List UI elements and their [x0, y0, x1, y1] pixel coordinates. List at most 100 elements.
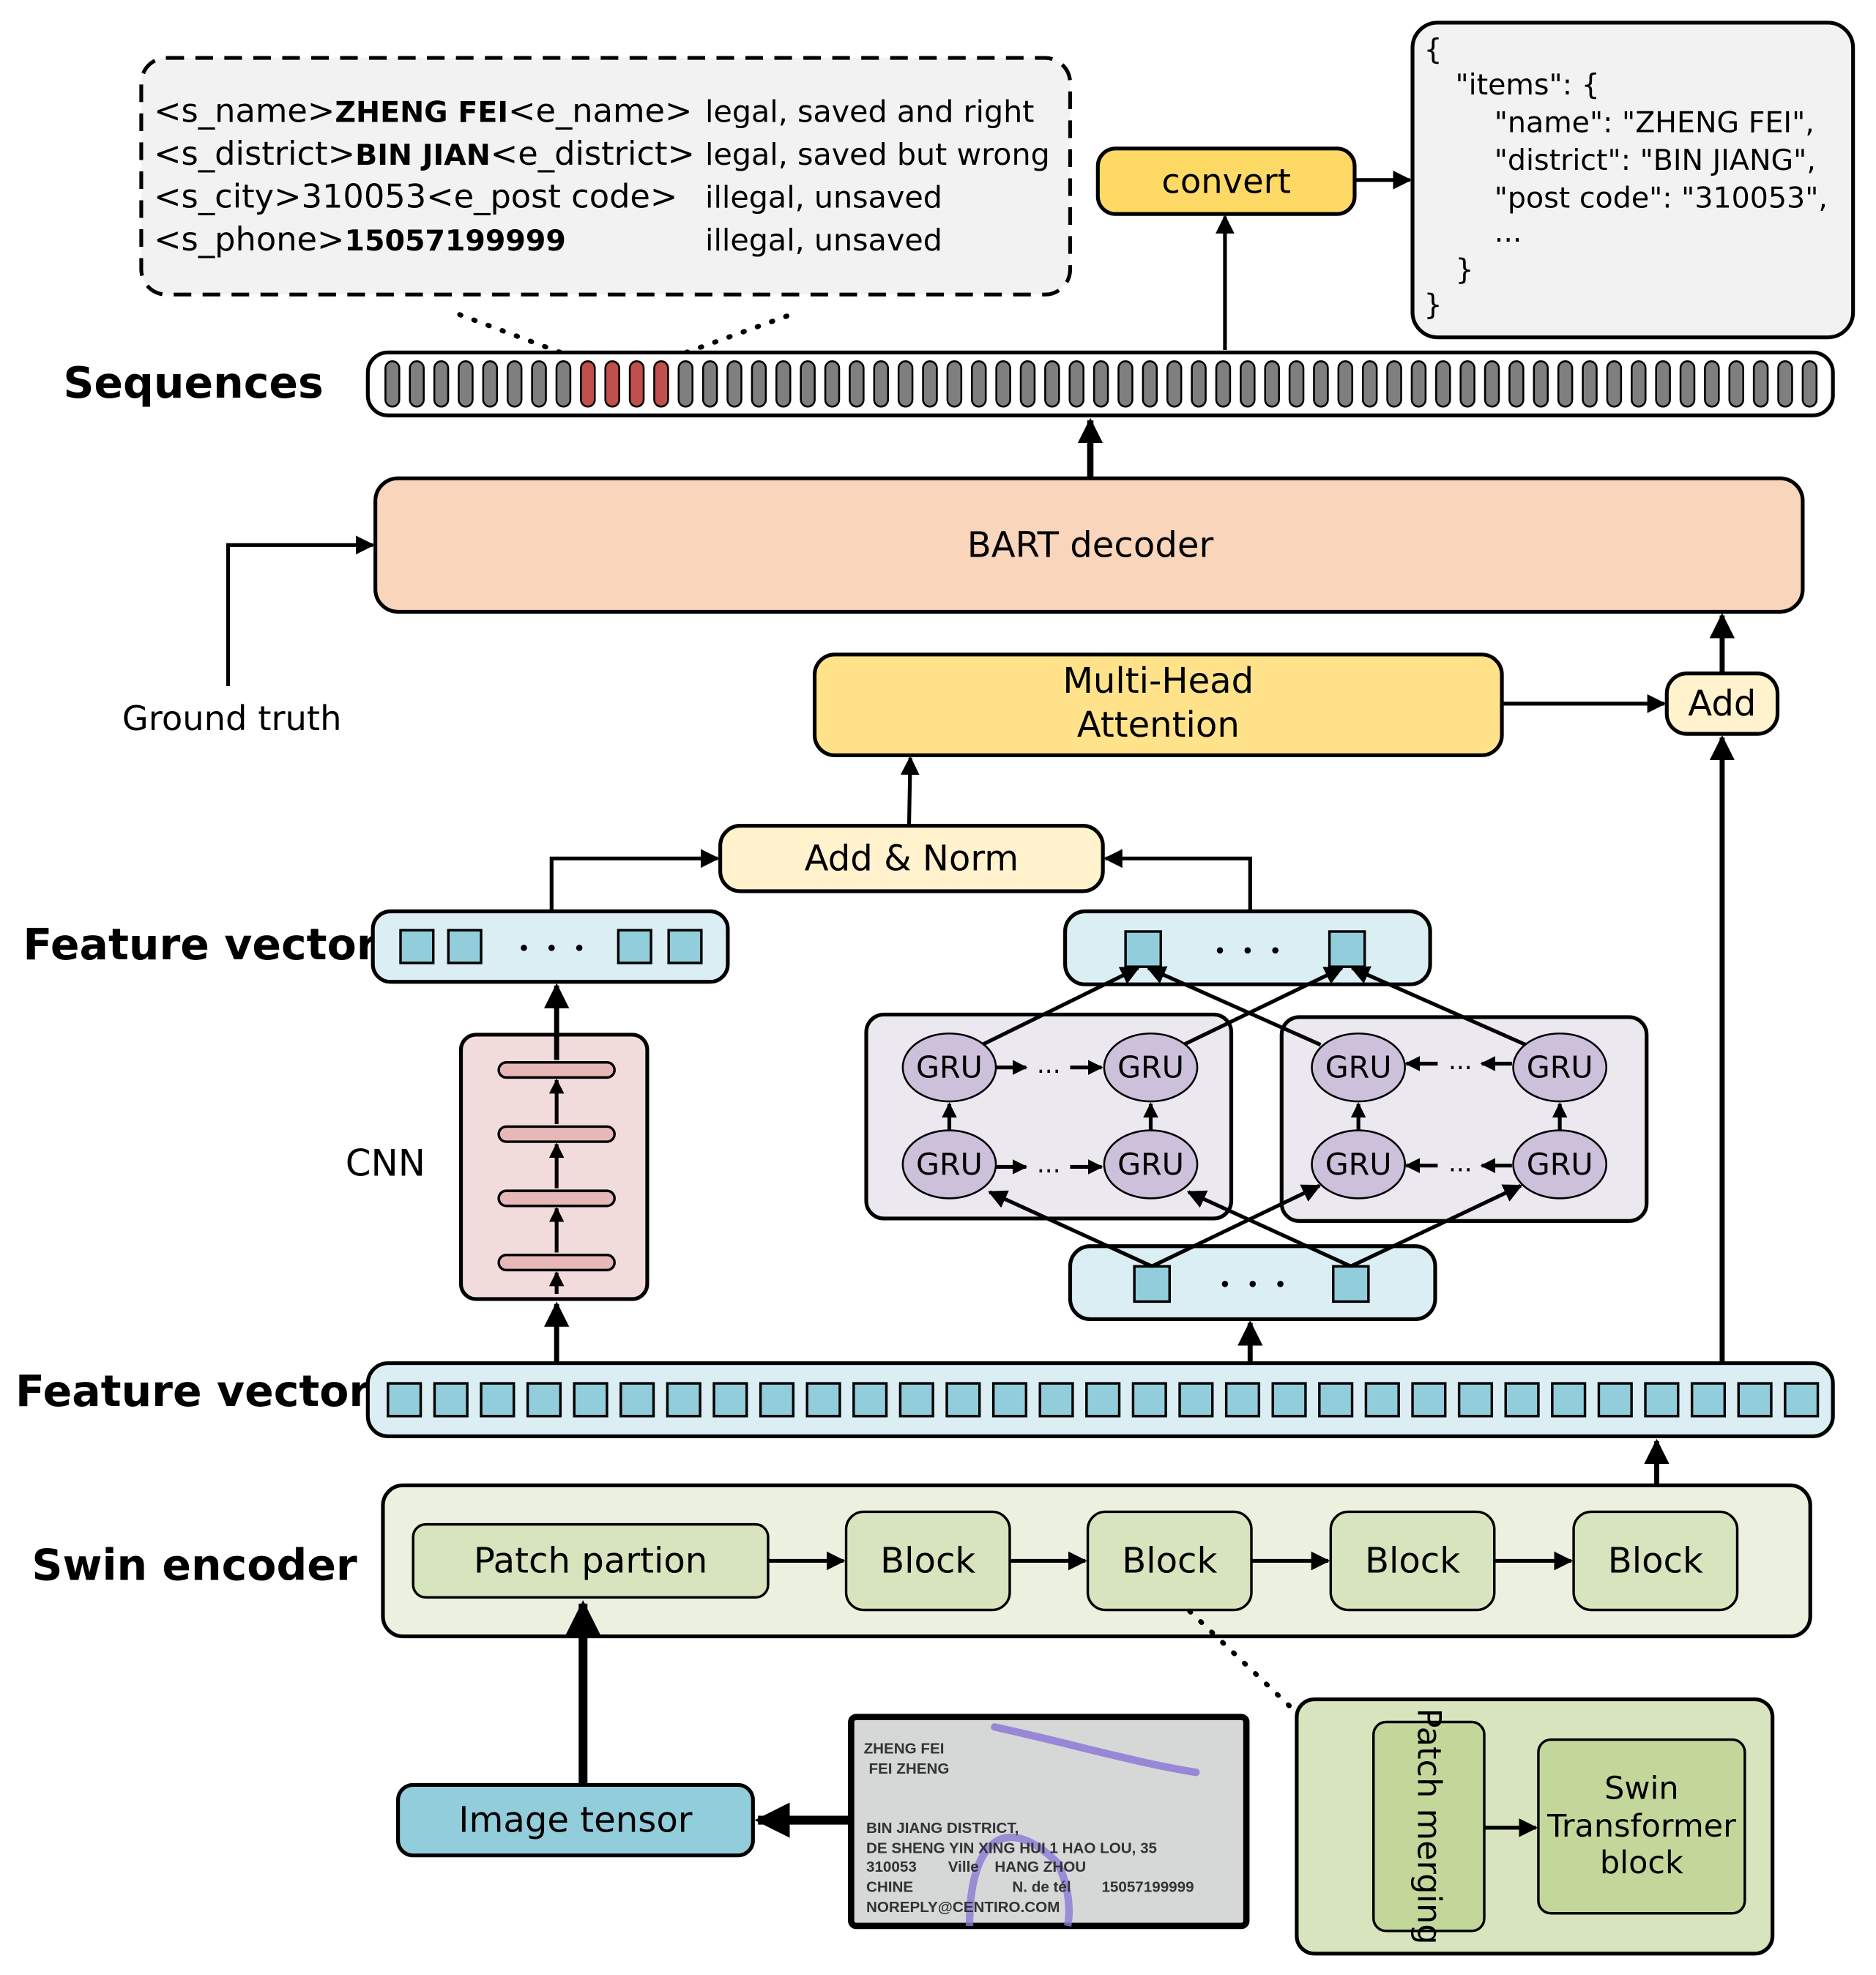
gru-label: GRU: [916, 1147, 983, 1182]
feature-cell: [1328, 930, 1366, 968]
arrow-ground-truth: [226, 535, 375, 686]
gru-node: [1512, 1129, 1608, 1199]
status-city: illegal, unsaved: [705, 180, 942, 215]
sequence-token: [1361, 360, 1378, 408]
feature-cell: [480, 1382, 515, 1418]
sequence-token: [1484, 360, 1500, 408]
sequence-token: [1704, 360, 1720, 408]
sequence-token: [1533, 360, 1549, 408]
gru-node: [1512, 1032, 1608, 1103]
ellipsis-dots: [1216, 947, 1278, 954]
feature-cell: [1411, 1382, 1447, 1418]
feature-cell: [666, 1382, 701, 1418]
sequence-token: [506, 360, 523, 408]
swin-transformer-block-box: [1537, 1738, 1746, 1915]
feature-cell: [619, 1382, 655, 1418]
json-line: }: [1455, 253, 1473, 287]
gru-ellipses: ... ... ... ...: [1037, 1046, 1473, 1179]
feature-vector-label-top: Feature vector: [23, 920, 377, 970]
sequence-token-highlighted: [653, 360, 669, 408]
block-label: Block: [880, 1540, 975, 1581]
sequence-token: [555, 360, 572, 408]
bart-decoder-label: BART decoder: [967, 524, 1214, 565]
gru-label: GRU: [1117, 1050, 1184, 1085]
sequence-token: [1606, 360, 1623, 408]
bart-decoder-box: [373, 476, 1805, 614]
sequence-token: [946, 360, 963, 408]
gru-label: GRU: [916, 1050, 983, 1085]
feature-cell: [712, 1382, 748, 1418]
sequence-token: [1337, 360, 1354, 408]
sequence-token: [800, 360, 816, 408]
sequence-token: [1655, 360, 1671, 408]
sequence-token: [1044, 360, 1060, 408]
feature-cell: [387, 1382, 423, 1418]
feature-vector-label-bottom: Feature vector: [15, 1366, 370, 1416]
json-line: ...: [1495, 215, 1522, 249]
gru-label: GRU: [1325, 1050, 1392, 1085]
cnn-layers: [497, 1061, 616, 1272]
sequence-token: [1240, 360, 1256, 408]
sequence-token: [1191, 360, 1207, 408]
sequence-token-highlighted: [604, 360, 620, 408]
sequence-token: [1288, 360, 1305, 408]
feature-cell: [1224, 1382, 1261, 1418]
card-text: NOREPLY@CENTIRO.COM: [866, 1899, 1060, 1916]
feature-cell: [573, 1382, 608, 1418]
add-label: Add: [1688, 683, 1756, 724]
gru-node: [1103, 1032, 1199, 1103]
image-tensor-label: Image tensor: [458, 1800, 693, 1841]
feature-cell: [759, 1382, 795, 1418]
feature-cell: [433, 1382, 469, 1418]
convert-label: convert: [1161, 162, 1291, 201]
card-text: 310053: [866, 1859, 917, 1875]
mha-label-line2: Attention: [1077, 704, 1240, 745]
json-line: "post code": "310053",: [1495, 182, 1828, 215]
sequence-token: [1386, 360, 1402, 408]
image-tensor-box: [396, 1782, 755, 1858]
sequence-token: [1313, 360, 1329, 408]
sequence-token: [1019, 360, 1036, 408]
ground-truth-label: Ground truth: [122, 699, 342, 738]
example-row-district: <s_district>BIN JIAN<e_district>: [154, 135, 695, 173]
sequence-token: [775, 360, 792, 408]
sequence-token: [751, 360, 767, 408]
ellipsis-dots: [1221, 1281, 1284, 1287]
block-label: Block: [1365, 1540, 1460, 1581]
json-output-panel: [1410, 21, 1855, 340]
arrow-cnn-to-addnorm: [549, 849, 720, 912]
sequence-token: [1264, 360, 1280, 408]
sequence-token: [922, 360, 938, 408]
sequence-token: [1117, 360, 1134, 408]
json-line: "items": {: [1455, 68, 1599, 102]
ellipsis: ...: [1037, 1150, 1061, 1179]
feature-cell: [852, 1382, 888, 1418]
feature-cell: [526, 1382, 562, 1418]
sequence-token: [1582, 360, 1598, 408]
cnn-feature-cells: [399, 929, 703, 964]
sequence-token: [1166, 360, 1183, 408]
gru-node: [1311, 1032, 1407, 1103]
sequence-token: [1508, 360, 1525, 408]
dotted-connector-right: [683, 312, 794, 355]
sequence-token: [873, 360, 890, 408]
json-line: {: [1424, 33, 1443, 67]
status-phone: illegal, unsaved: [705, 223, 942, 258]
swin-encoder-label: Swin encoder: [31, 1540, 357, 1590]
arrow-gru-to-addnorm: [1103, 849, 1252, 912]
sequence-token: [409, 360, 425, 408]
block-label: Block: [1608, 1540, 1703, 1581]
card-text: Ville: [948, 1859, 979, 1875]
stb-label-line1: Swin: [1604, 1771, 1679, 1807]
sequence-token: [995, 360, 1011, 408]
sequence-token: [1410, 360, 1427, 408]
feature-cell: [1737, 1382, 1773, 1418]
sequence-token: [1801, 360, 1818, 408]
gru-node: [901, 1032, 997, 1103]
sequence-token: [1142, 360, 1158, 408]
feature-cell: [1038, 1382, 1074, 1418]
gru-node: [1311, 1129, 1407, 1199]
gru-label: GRU: [1527, 1147, 1593, 1182]
add-box: [1664, 672, 1780, 736]
